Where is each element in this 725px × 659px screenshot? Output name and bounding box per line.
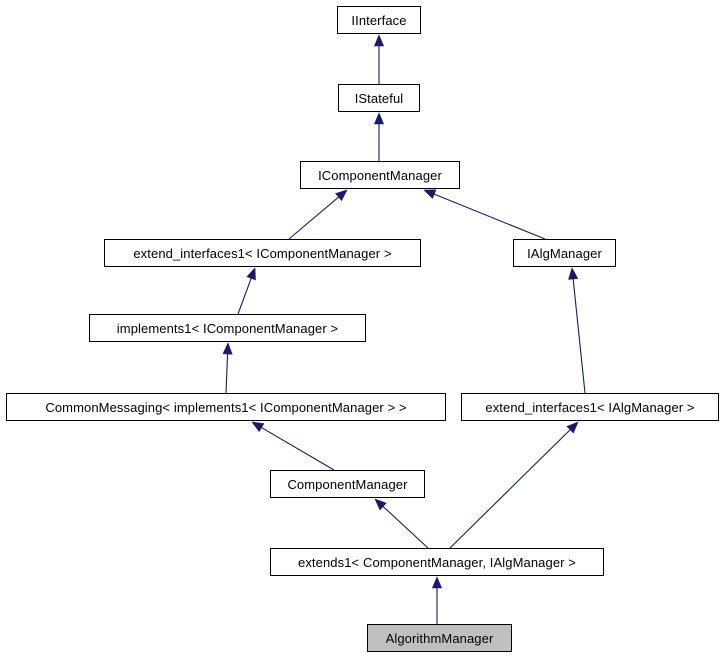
inheritance-arrowhead — [246, 267, 256, 281]
class-node-label: IAlgManager — [527, 245, 602, 261]
edge-line — [382, 506, 429, 549]
inheritance-arrowhead — [222, 342, 233, 355]
inheritance-arrowhead — [373, 112, 385, 125]
class-node-extend-interfaces1-ialgmanager[interactable]: extend_interfaces1< IAlgManager > — [461, 393, 719, 421]
inheritance-edge-algorithmmanager-to-extends1-componentmanager-ialgmanager — [431, 576, 443, 624]
class-node-label: CommonMessaging< implements1< IComponent… — [45, 399, 407, 415]
inheritance-arrowhead — [566, 421, 579, 434]
class-node-label: extend_interfaces1< IComponentManager > — [133, 245, 392, 261]
inheritance-edge-ialgmanager-to-icomponentmanager — [423, 189, 546, 240]
inheritance-arrowhead — [423, 189, 437, 199]
inheritance-edge-istateful-to-iinterface — [373, 34, 385, 84]
class-node-label: implements1< IComponentManager > — [116, 320, 339, 336]
inheritance-edge-commonmessaging-implements1-icomponentmanager-to-implements1-icomponentmanager — [222, 342, 233, 394]
class-node-iinterface[interactable]: IInterface — [337, 6, 421, 34]
inheritance-edge-extends1-componentmanager-ialgmanager-to-componentmanager — [374, 498, 429, 549]
edge-line — [225, 353, 229, 394]
class-node-commonmessaging-implements1-icomponentmanager[interactable]: CommonMessaging< implements1< IComponent… — [6, 393, 446, 421]
inheritance-edge-implements1-icomponentmanager-to-extend-interfaces1-icomponentmanager — [237, 267, 256, 315]
inheritance-edge-extends1-componentmanager-ialgmanager-to-extend-interfaces1-ialgmanager — [449, 421, 579, 549]
inheritance-arrowhead — [568, 267, 579, 280]
class-node-ialgmanager[interactable]: IAlgManager — [513, 239, 616, 267]
inheritance-edge-componentmanager-to-commonmessaging-implements1-icomponentmanager — [251, 421, 335, 471]
class-node-label: ComponentManager — [287, 476, 408, 492]
class-node-implements1-icomponentmanager[interactable]: implements1< IComponentManager > — [89, 314, 366, 342]
inheritance-arrowhead — [251, 421, 265, 433]
class-node-icomponentmanager[interactable]: IComponentManager — [300, 161, 460, 189]
edge-line — [237, 278, 252, 315]
edge-line — [449, 429, 571, 549]
inheritance-arrowhead — [374, 498, 387, 511]
class-node-label: extend_interfaces1< IAlgManager > — [485, 399, 695, 415]
class-node-label: AlgorithmManager — [385, 630, 494, 646]
edge-line — [261, 427, 335, 471]
class-node-label: extends1< ComponentManager, IAlgManager … — [297, 554, 576, 570]
inheritance-arrowhead — [431, 576, 443, 589]
class-node-extends1-componentmanager-ialgmanager[interactable]: extends1< ComponentManager, IAlgManager … — [270, 548, 604, 576]
inheritance-edge-extend-interfaces1-icomponentmanager-to-icomponentmanager — [288, 189, 348, 240]
class-node-algorithmmanager[interactable]: AlgorithmManager — [367, 624, 512, 652]
class-node-componentmanager[interactable]: ComponentManager — [270, 470, 425, 498]
inheritance-edge-extend-interfaces1-ialgmanager-to-ialgmanager — [568, 267, 586, 394]
edge-line — [433, 193, 546, 240]
inheritance-arrowhead — [335, 189, 348, 202]
inheritance-arrowhead — [373, 34, 385, 47]
class-node-istateful[interactable]: IStateful — [338, 84, 420, 112]
edge-line — [572, 278, 586, 394]
class-node-label: IComponentManager — [318, 167, 442, 183]
class-node-label: IInterface — [351, 12, 407, 28]
inheritance-edge-icomponentmanager-to-istateful — [373, 112, 385, 161]
class-node-label: IStateful — [354, 90, 404, 106]
edge-line — [288, 196, 339, 240]
class-node-extend-interfaces1-icomponentmanager[interactable]: extend_interfaces1< IComponentManager > — [104, 239, 421, 267]
